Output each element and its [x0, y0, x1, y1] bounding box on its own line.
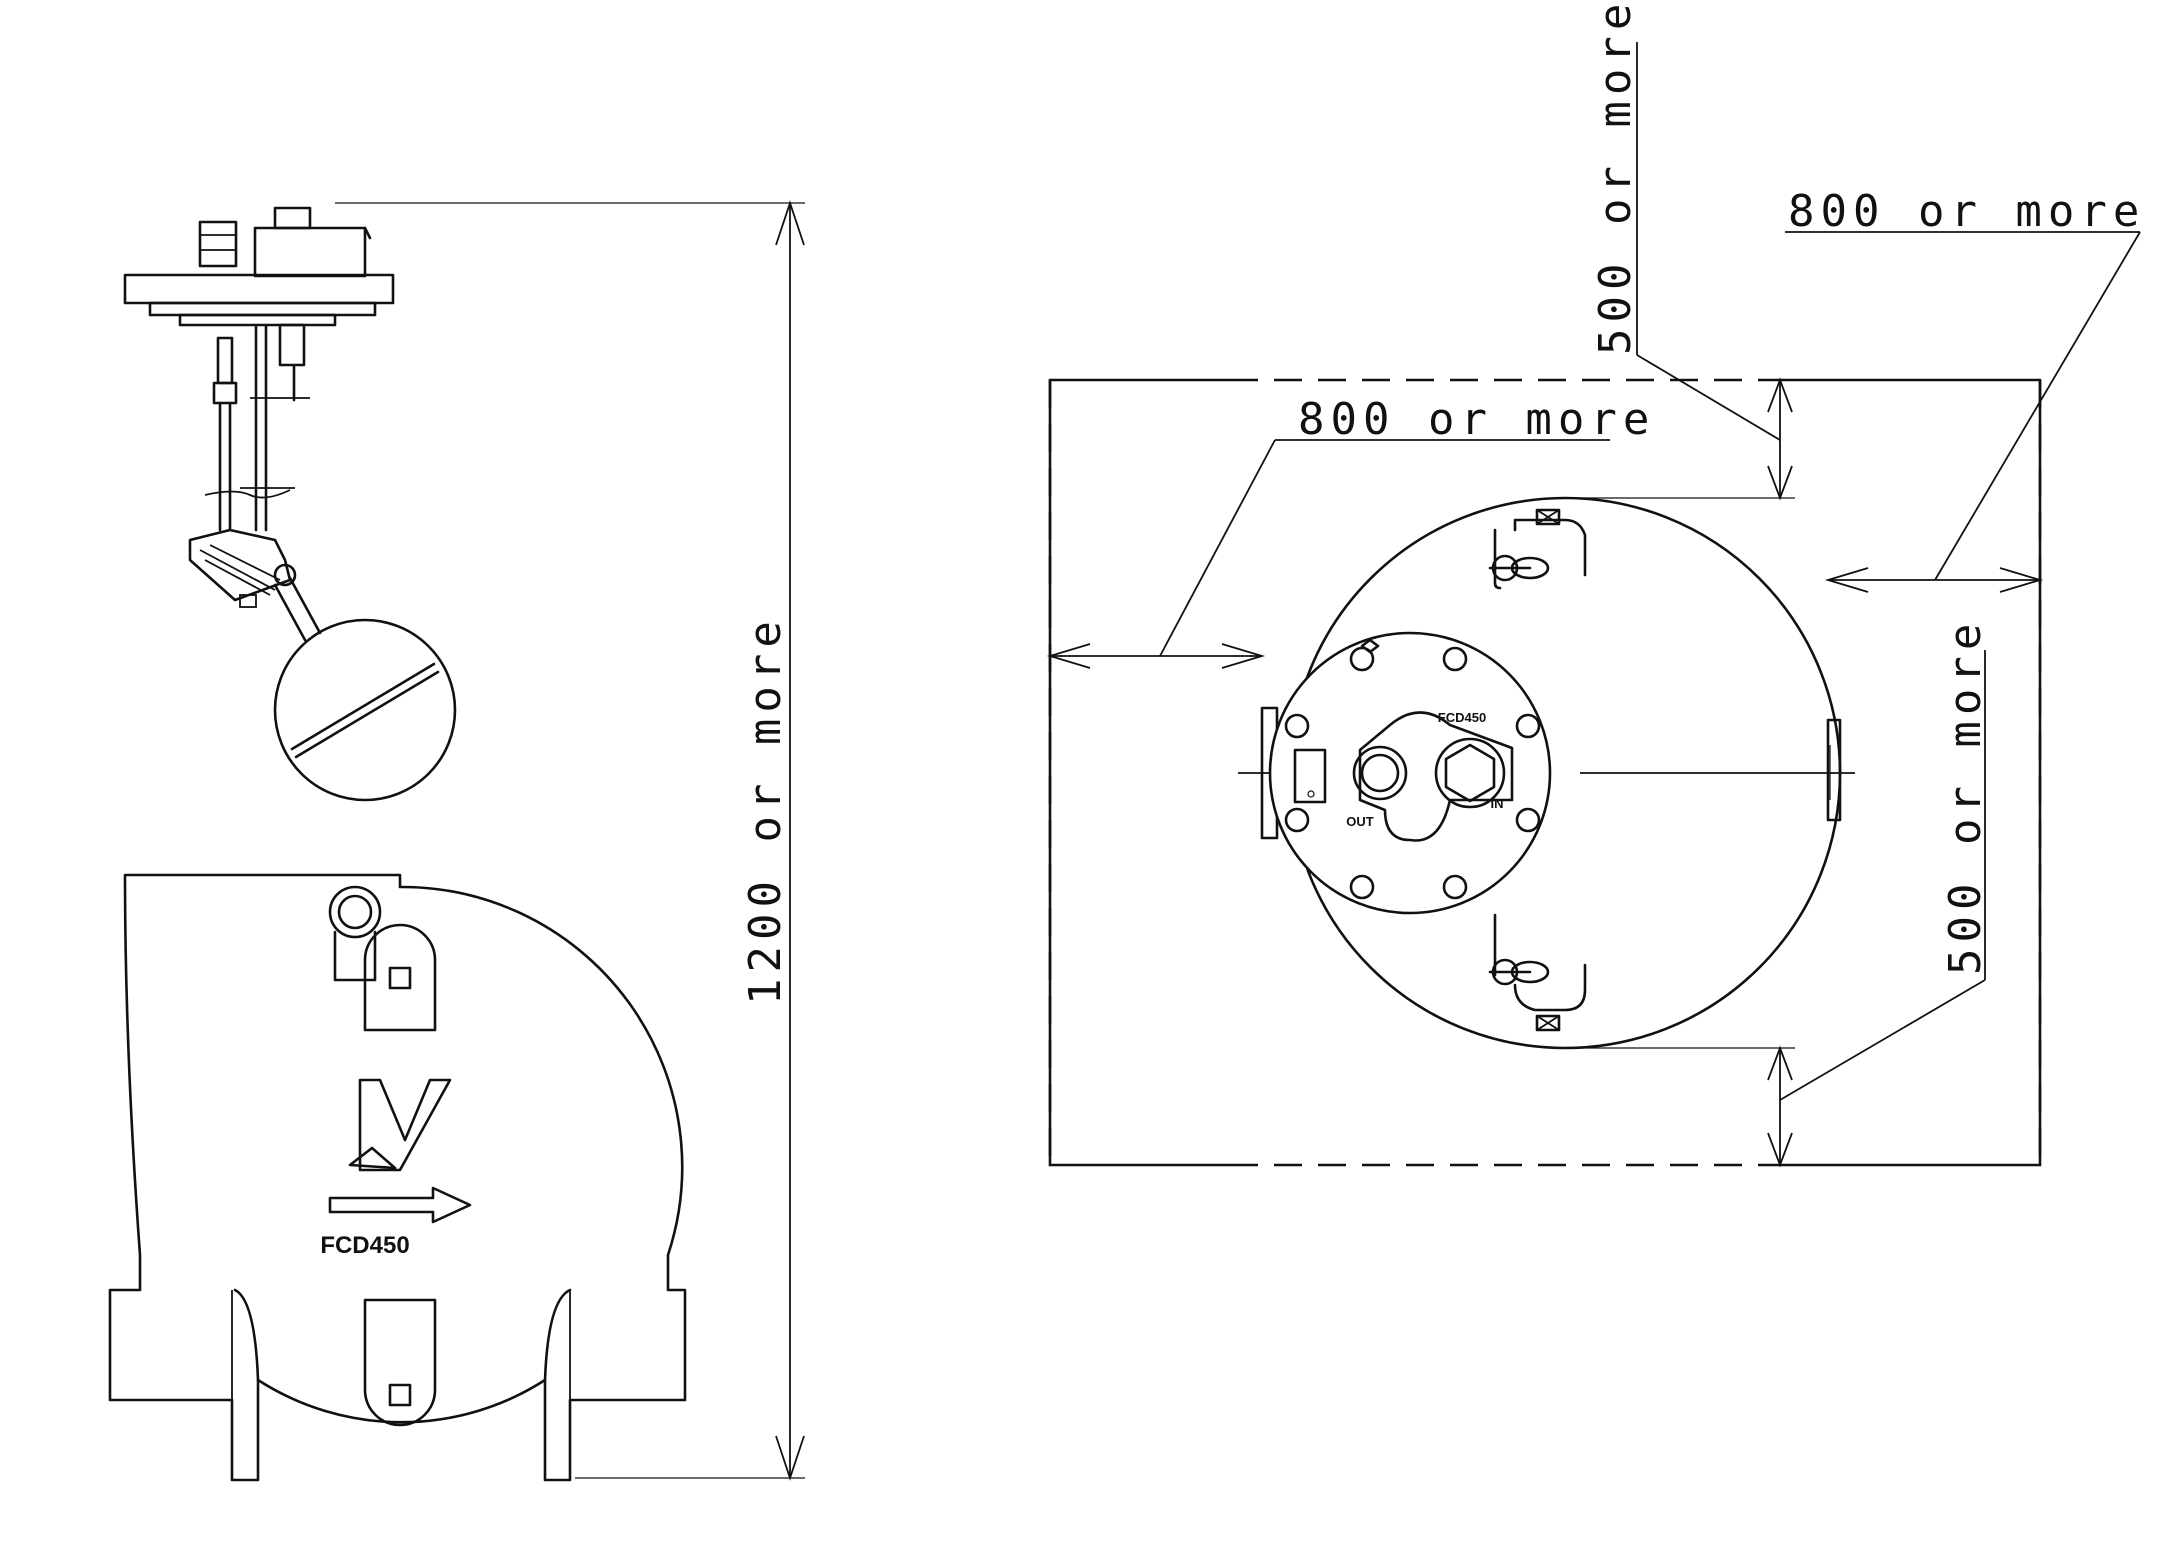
plan-view: FCD450 OUT IN 800 or more 800 or more [1046, 0, 2145, 1168]
body-marking-label: FCD450 [320, 1232, 409, 1259]
port-in-label: IN [1491, 796, 1504, 811]
height-clearance-label: 1200 or more [740, 615, 791, 1005]
handle-top [1488, 508, 1587, 590]
vertical-height-dimension: 1200 or more [335, 200, 805, 1481]
left-clearance-label: 800 or more [1298, 394, 1655, 445]
float-mechanism [123, 206, 457, 802]
bottom-clearance-label: 500 or more [1940, 618, 1991, 975]
top-clearance-dimension: 500 or more [1565, 0, 1795, 501]
trap-top-view: FCD450 OUT IN [1238, 496, 1855, 1050]
cover-marking-label: FCD450 [1438, 710, 1486, 725]
trap-body-side: FCD450 [108, 873, 687, 1482]
bottom-clearance-dimension: 500 or more [1565, 618, 1991, 1168]
clearance-boundary [1048, 378, 2042, 1167]
cover-plate: FCD450 OUT IN [1268, 631, 1552, 915]
right-clearance-label: 800 or more [1788, 186, 2145, 237]
left-clearance-dimension: 800 or more [1046, 394, 1655, 669]
right-clearance-dimension: 800 or more [1785, 186, 2145, 593]
handle-bottom [1488, 913, 1587, 1032]
maker-logo-icon [348, 1078, 452, 1172]
flow-arrow-icon [328, 1186, 472, 1224]
port-out-label: OUT [1346, 814, 1374, 829]
top-clearance-label: 500 or more [1590, 0, 1641, 355]
side-elevation-view: FCD450 1200 or more [108, 200, 805, 1482]
